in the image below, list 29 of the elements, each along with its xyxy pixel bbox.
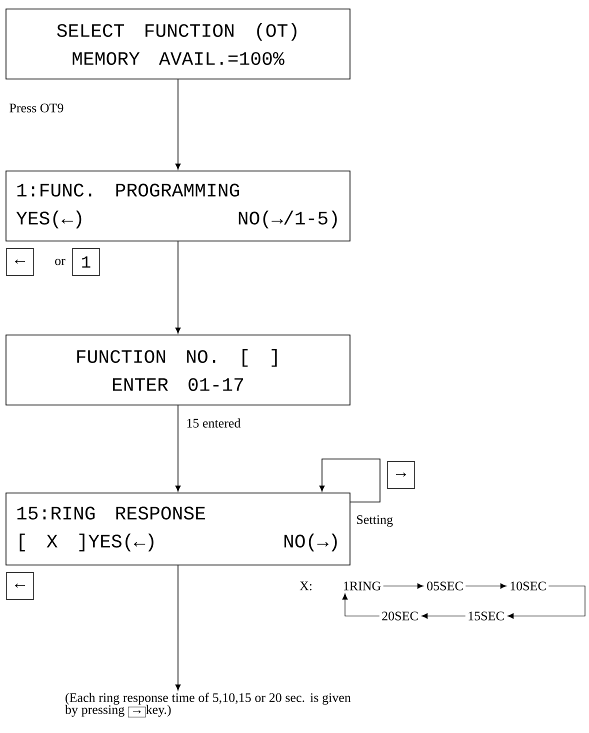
key-box: ← (6, 572, 34, 600)
setting-value: 1RING (344, 582, 381, 590)
note-text: (Each ring response time of 5,10,15 or 20 sec. is given by pressing → key.) (65, 692, 351, 718)
arrow (175, 405, 181, 492)
arrow (383, 583, 424, 589)
edge-label: Setting (357, 515, 393, 527)
arrow (465, 583, 507, 589)
arrow (175, 565, 181, 690)
display-box: FUNCTION NO. [ ] ENTER 01-17 (6, 334, 350, 406)
arrow (175, 79, 181, 170)
setting-value: 15SEC (468, 612, 504, 620)
arrow (175, 241, 181, 334)
label-text: Press OT9 (10, 104, 64, 112)
display-box: SELECT FUNCTION (OT) MEMORY AVAIL.=100% (6, 8, 350, 80)
key-box: → (387, 461, 415, 489)
key-box: ← (6, 248, 34, 276)
setting-value: 05SEC (427, 582, 463, 590)
setting-value: 10SEC (510, 582, 546, 590)
display-box: 15:RING RESPONSE [ X ]YES(←) NO(→) (6, 492, 350, 566)
arrow (319, 458, 380, 502)
label-text: X: (300, 582, 312, 590)
display-box: 1:FUNC. PROGRAMMING YES(←) NO(→/1-5) (6, 170, 350, 242)
arrow (421, 613, 466, 619)
setting-value: 20SEC (382, 612, 418, 620)
key-box: 1 (72, 248, 100, 276)
arrow (507, 586, 586, 619)
edge-label: 15 entered (187, 418, 241, 428)
arrow (342, 593, 380, 616)
label-text: or (55, 258, 66, 266)
